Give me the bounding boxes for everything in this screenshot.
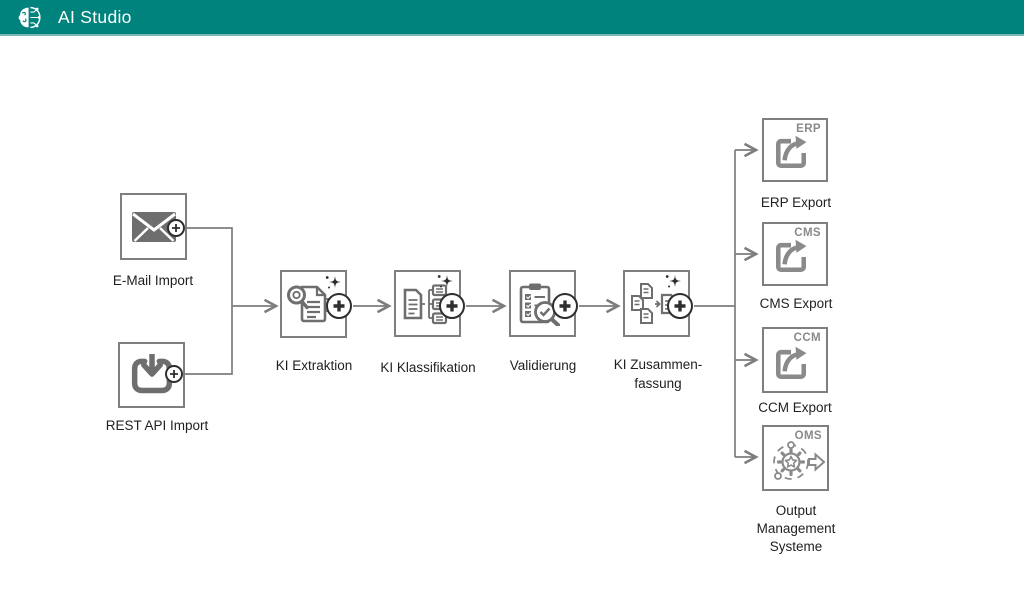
add-plus-badge[interactable]: [439, 293, 465, 319]
ai-sparkle-icon: [436, 273, 455, 297]
node-label: Output Management Systeme: [756, 503, 836, 554]
ai-sparkle-icon: [324, 274, 343, 298]
node-label: KI Zusammen- fassung: [613, 357, 703, 391]
checklist-search-icon: [516, 282, 564, 326]
node-label: E-Mail Import: [112, 273, 194, 288]
add-plus-badge[interactable]: [552, 293, 578, 319]
node-oms-export[interactable]: OMS: [762, 425, 829, 491]
share-export-icon: [771, 344, 811, 384]
export-system-tag: CMS: [794, 227, 821, 239]
export-system-tag: ERP: [796, 123, 821, 135]
add-plus-badge[interactable]: [167, 219, 185, 237]
node-erp-export[interactable]: ERP: [762, 118, 828, 182]
edge-rest-merge: [184, 306, 233, 375]
edge-email-merge: [186, 227, 233, 306]
node-ccm-export[interactable]: CCM: [762, 327, 828, 393]
brain-circuit-icon: [16, 5, 43, 30]
node-label: KI Klassifikation: [380, 360, 476, 375]
node-cms-export[interactable]: CMS: [762, 222, 828, 286]
app-header: AI Studio: [0, 0, 1024, 36]
download-icon: [131, 354, 173, 396]
gear-output-icon: [767, 439, 825, 485]
envelope-icon: [131, 211, 177, 243]
export-system-tag: CCM: [793, 332, 821, 344]
add-plus-badge[interactable]: [326, 293, 352, 319]
export-system-tag: OMS: [794, 430, 822, 442]
share-export-icon: [771, 133, 811, 173]
node-label: ERP Export: [760, 195, 832, 210]
node-label: Validierung: [509, 358, 577, 373]
app-title: AI Studio: [58, 6, 132, 27]
add-plus-badge[interactable]: [165, 365, 183, 383]
node-label: KI Extraktion: [275, 358, 353, 373]
share-export-icon: [771, 237, 811, 277]
node-label: REST API Import: [105, 418, 209, 433]
add-plus-badge[interactable]: [667, 293, 693, 319]
node-label: CMS Export: [759, 296, 833, 311]
ai-sparkle-icon: [664, 273, 683, 297]
node-label: CCM Export: [758, 400, 832, 415]
